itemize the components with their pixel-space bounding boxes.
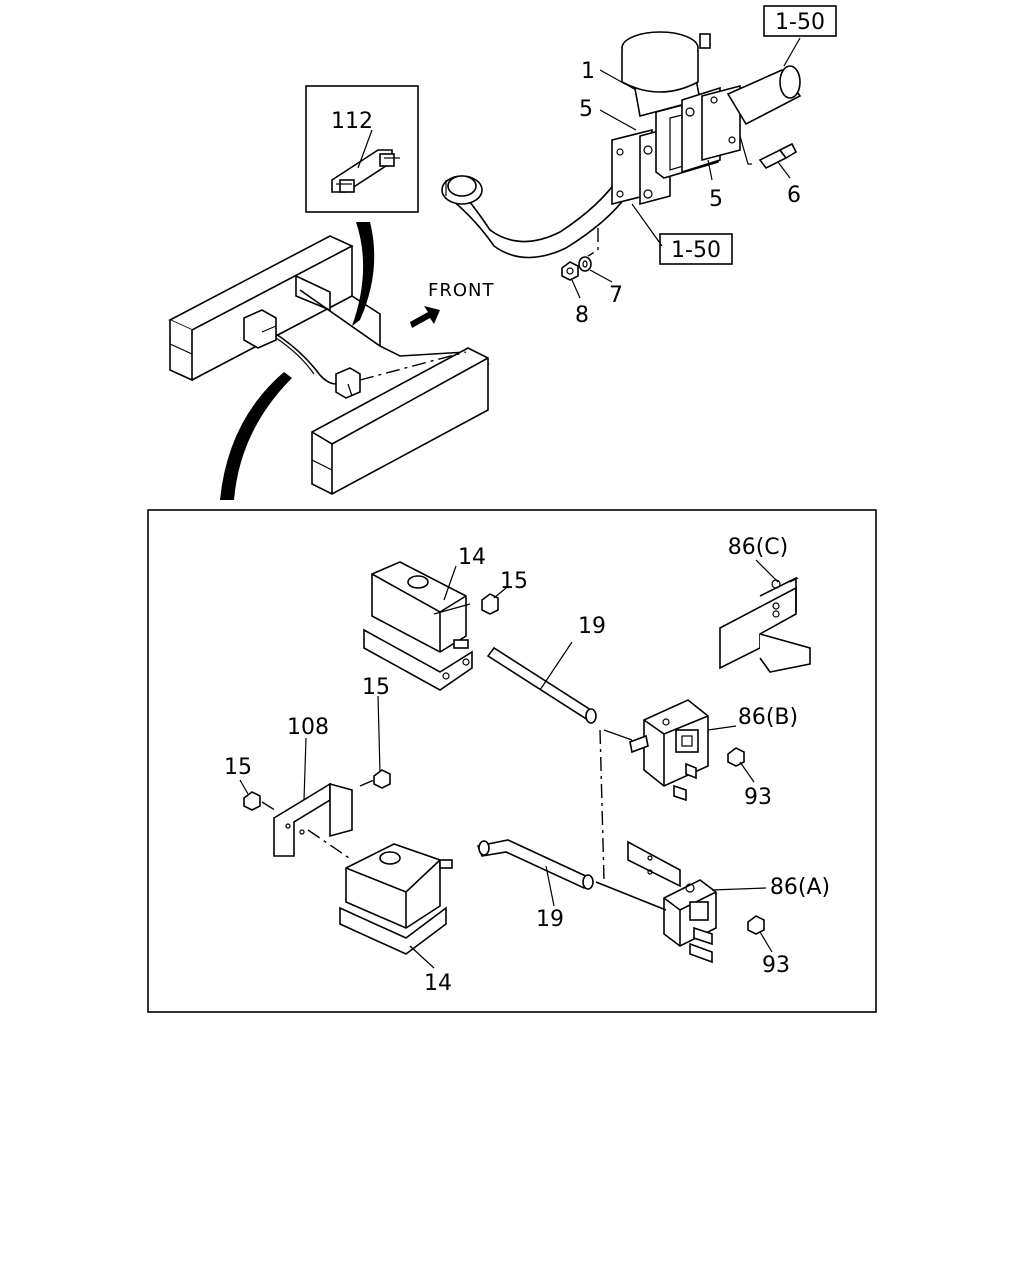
- leader-arc-lower: [220, 372, 292, 500]
- label-part-7: 7: [609, 283, 623, 308]
- hose-19-upper: [486, 646, 597, 724]
- label-part-14-bottom: 14: [424, 971, 452, 996]
- frame-solenoid-right: [335, 367, 361, 399]
- nut-15-top: [481, 593, 499, 615]
- label-part-93-upper: 93: [744, 785, 772, 810]
- exhaust-pipe: [441, 175, 629, 259]
- nut-15-middle: [373, 769, 391, 789]
- bolt-6: [758, 142, 798, 170]
- label-part-108: 108: [287, 715, 329, 740]
- frame-solenoid-left: [243, 309, 277, 349]
- frame-hose: [275, 333, 337, 385]
- front-label: FRONT: [428, 280, 495, 301]
- reference-box-top: 1-50: [763, 5, 837, 37]
- vacuum-tank-top: [363, 561, 473, 691]
- label-part-15-middle: 15: [362, 675, 390, 700]
- washer-7: [578, 256, 592, 272]
- label-part-15-left: 15: [224, 755, 252, 780]
- vacuum-tank-bottom: [339, 843, 453, 955]
- label-part-14-top: 14: [458, 545, 486, 570]
- label-part-15-top: 15: [500, 569, 528, 594]
- label-part-1: 1: [581, 59, 595, 84]
- valve-86b: [629, 699, 709, 802]
- valve-bracket-86c: [719, 576, 811, 673]
- nut-93-upper: [727, 747, 745, 767]
- label-part-5-upper: 5: [579, 97, 593, 122]
- label-part-93-lower: 93: [762, 953, 790, 978]
- nut-15-left: [243, 791, 261, 811]
- label-part-6: 6: [787, 183, 801, 208]
- front-indicator: FRONT: [410, 280, 495, 328]
- reference-mid-label: 1-50: [671, 238, 721, 263]
- bracket-112: [331, 149, 400, 193]
- chassis-frame: [168, 235, 490, 495]
- label-part-8: 8: [575, 303, 589, 328]
- reference-box-mid: 1-50: [659, 233, 733, 265]
- inlet-pipe: [726, 37, 802, 126]
- label-part-19-lower: 19: [536, 907, 564, 932]
- bracket-108: [273, 782, 353, 857]
- hose-19-lower: [476, 839, 594, 890]
- label-part-86a: 86(A): [770, 875, 830, 900]
- label-part-86b: 86(B): [738, 705, 798, 730]
- valve-86a: [627, 840, 717, 964]
- inset-box-112: [305, 85, 419, 213]
- front-arrow-icon: [410, 306, 440, 328]
- label-part-112: 112: [331, 109, 373, 134]
- label-part-19-upper: 19: [578, 614, 606, 639]
- reference-top-label: 1-50: [775, 10, 825, 35]
- detail-box: [147, 509, 877, 1013]
- leader-arc-upper: [352, 222, 375, 326]
- label-part-5-lower: 5: [709, 187, 723, 212]
- nut-93-lower: [747, 915, 765, 935]
- flange-gasket-upper: [701, 84, 741, 162]
- label-part-86c: 86(C): [728, 535, 789, 560]
- nut-8: [561, 261, 579, 281]
